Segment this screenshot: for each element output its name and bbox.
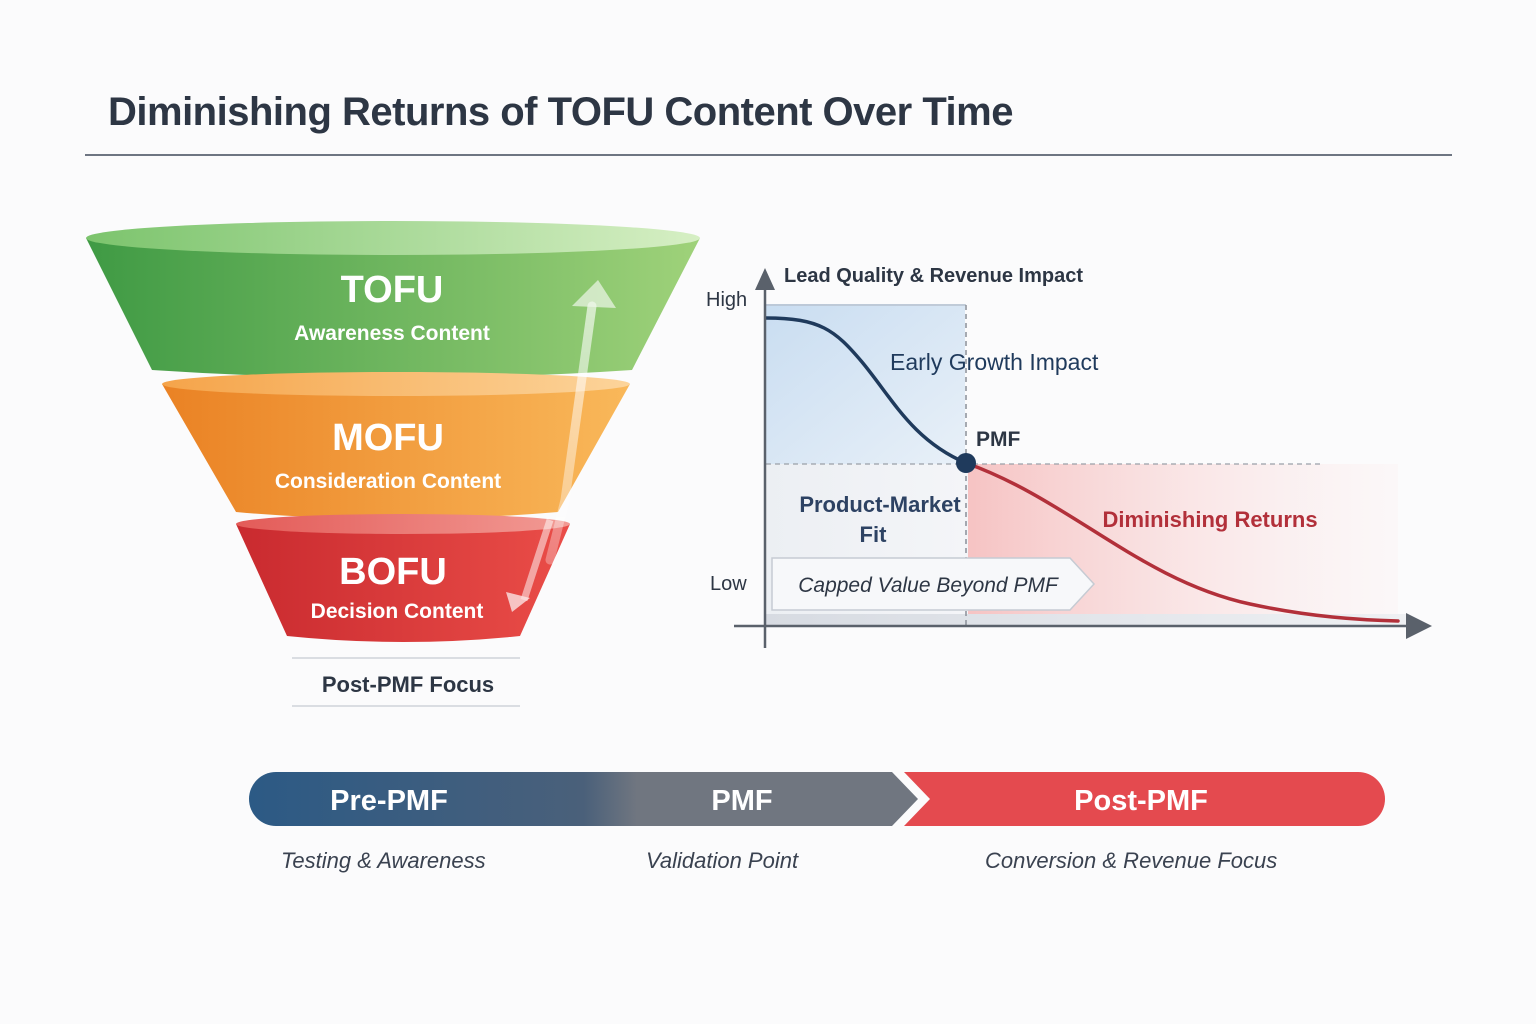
funnel-stage-tofu: TOFU Awareness Content: [86, 221, 700, 378]
early-growth-label: Early Growth Impact: [890, 349, 1099, 375]
funnel-footer-label: Post-PMF Focus: [322, 672, 494, 697]
mofu-title: MOFU: [332, 417, 444, 459]
y-axis-title: Lead Quality & Revenue Impact: [784, 265, 1083, 287]
pmf-label: PMF: [976, 428, 1021, 451]
timeline-post-pmf-label: Post-PMF: [1074, 785, 1208, 817]
page-title: Diminishing Returns of TOFU Content Over…: [108, 90, 1013, 134]
funnel-flow-arrows: [506, 280, 616, 612]
tofu-subtitle: Awareness Content: [294, 322, 490, 345]
diminishing-returns-label: Diminishing Returns: [1102, 507, 1317, 532]
timeline-pre-pmf-to-pmf-band: [249, 772, 918, 826]
timeline-pre-pmf-label: Pre-PMF: [330, 785, 448, 817]
timeline-pmf-label: PMF: [711, 785, 772, 817]
mofu-subtitle: Consideration Content: [275, 470, 501, 493]
pmf-point: [956, 453, 976, 473]
y-high-label: High: [706, 289, 747, 311]
baseline-band: [766, 614, 1406, 626]
phase-timeline: Pre-PMF PMF Post-PMF: [249, 772, 1385, 826]
capped-value-callout: [771, 557, 1096, 611]
timeline-post-pmf-caption: Conversion & Revenue Focus: [985, 848, 1278, 873]
timeline-pmf-caption: Validation Point: [646, 848, 799, 873]
title-divider: [85, 154, 1452, 156]
funnel: TOFU Awareness Content MOFU Consideratio…: [86, 221, 700, 707]
diminishing-returns-curve: [964, 461, 1400, 623]
pmf-chart: Capped Value Beyond PMF Lead Quality & R…: [706, 265, 1432, 648]
timeline-pre-pmf-caption: Testing & Awareness: [281, 848, 486, 873]
product-market-fit-label-line1: Product-Market: [799, 492, 961, 517]
tofu-title: TOFU: [341, 269, 444, 311]
bofu-title: BOFU: [339, 551, 447, 593]
funnel-stage-bofu: BOFU Decision Content: [236, 514, 570, 642]
capped-value-label: Capped Value Beyond PMF: [798, 574, 1059, 597]
product-market-fit-label-line2: Fit: [860, 522, 888, 547]
funnel-stage-mofu: MOFU Consideration Content: [162, 372, 630, 519]
y-axis-arrow: [755, 268, 775, 290]
timeline-post-pmf-band: [904, 772, 1385, 826]
x-axis-arrow: [1406, 613, 1432, 639]
early-growth-zone: [766, 304, 965, 464]
y-low-label: Low: [710, 573, 747, 595]
bofu-subtitle: Decision Content: [311, 600, 484, 623]
early-growth-curve: [764, 316, 968, 465]
